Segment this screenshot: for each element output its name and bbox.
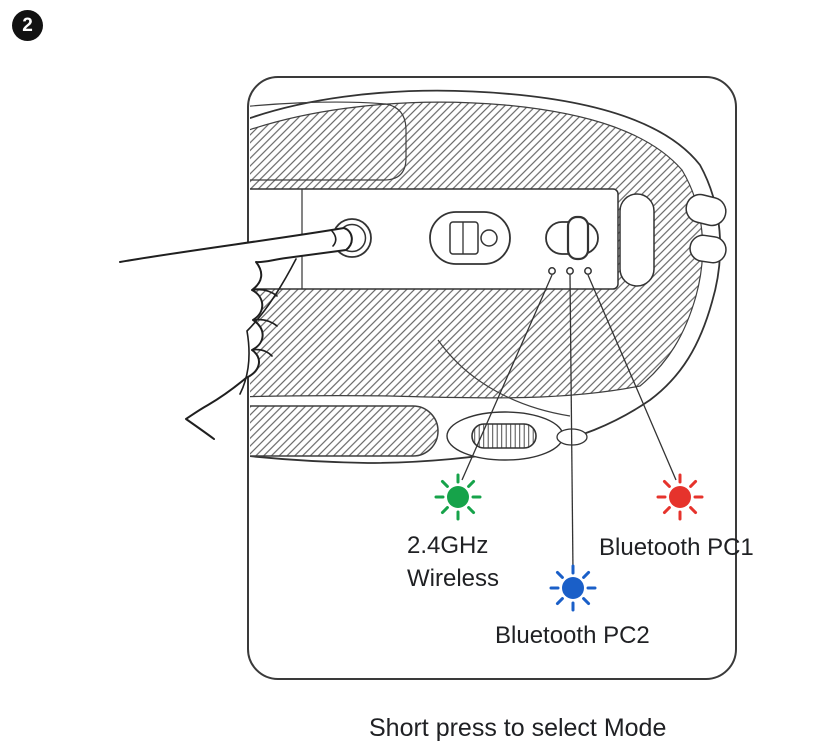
shell-seam xyxy=(437,339,571,417)
pointing-hand-icon xyxy=(119,227,353,440)
side-buttons xyxy=(685,193,727,264)
led-pointer-lines xyxy=(461,274,677,573)
scroll-wheel xyxy=(446,411,564,461)
battery-latch xyxy=(619,193,655,287)
usb-dongle xyxy=(449,221,479,255)
label-bluetooth-pc1: Bluetooth PC1 xyxy=(599,534,754,561)
usb-dongle-compartment xyxy=(429,211,511,265)
power-switch-knob xyxy=(566,215,590,261)
control-band xyxy=(250,188,619,290)
mouse-bottom-illustration xyxy=(250,89,727,464)
label-bluetooth-pc2: Bluetooth PC2 xyxy=(495,622,650,649)
label-2-4ghz-wireless: 2.4GHz Wireless xyxy=(407,532,500,592)
led-starburst-bluetooth-pc2 xyxy=(549,564,597,612)
caption-short-press: Short press to select Mode xyxy=(369,714,667,742)
step-number-badge: 2 xyxy=(12,10,43,41)
led-starburst-bluetooth-pc1 xyxy=(656,473,704,521)
led-starburst-wireless xyxy=(434,473,482,521)
rear-glide-pad-outline xyxy=(250,101,407,181)
power-switch xyxy=(545,215,599,261)
led-indicator-holes xyxy=(548,267,592,275)
front-glide-pad xyxy=(250,405,439,457)
step-number: 2 xyxy=(22,14,33,36)
